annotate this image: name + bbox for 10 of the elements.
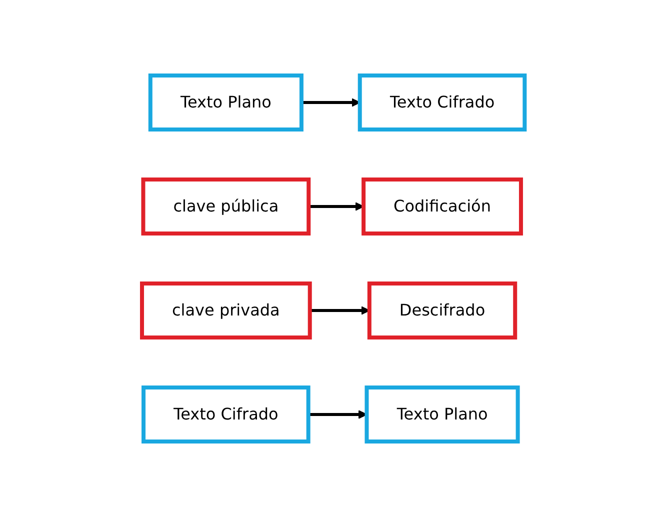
node-box: clave pública — [141, 178, 311, 236]
node-box: Texto Cifrado — [142, 386, 310, 444]
node-box: Descifrado — [368, 282, 518, 340]
node-box: Texto Cifrado — [358, 74, 527, 132]
node-box: Texto Plano — [148, 74, 304, 132]
arrow — [302, 98, 360, 107]
node-box: clave privada — [140, 282, 312, 340]
node-box: Texto Plano — [364, 386, 520, 444]
arrow — [310, 306, 370, 315]
node-box: Codificación — [362, 178, 524, 236]
